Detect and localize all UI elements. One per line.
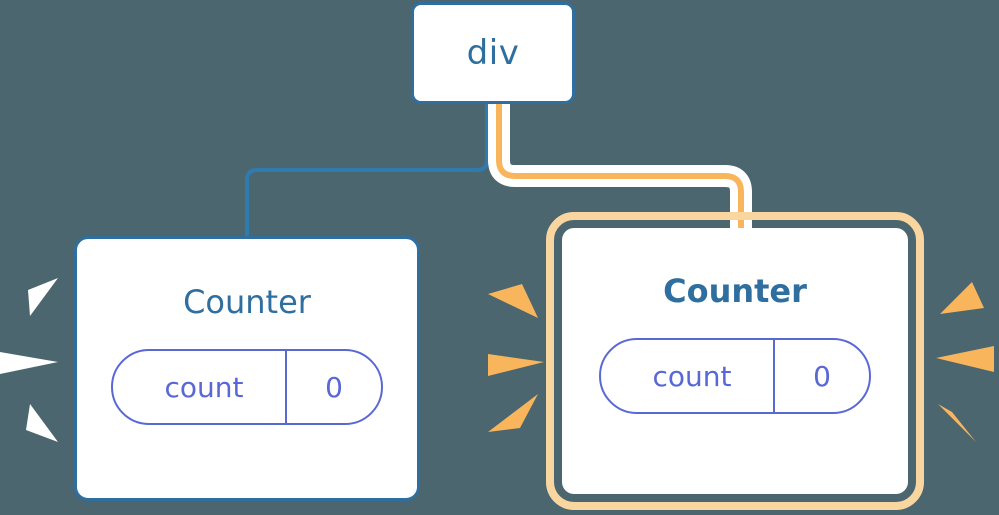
state-value-right: 0 xyxy=(773,340,869,412)
node-counter-right-label: Counter xyxy=(663,272,807,310)
state-value-left: 0 xyxy=(285,351,381,423)
state-pill-left: count 0 xyxy=(111,349,383,425)
sparks-right-counter-right xyxy=(936,282,994,442)
node-counter-left[interactable]: Counter count 0 xyxy=(74,236,420,501)
node-counter-left-label: Counter xyxy=(183,283,311,321)
state-pill-right: count 0 xyxy=(599,338,871,414)
sparks-left-counter-left xyxy=(0,278,58,442)
sparks-left-counter-right xyxy=(488,284,544,432)
node-div-label: div xyxy=(466,33,520,73)
node-div[interactable]: div xyxy=(411,2,575,104)
highlight-ring-outer xyxy=(546,212,924,510)
edge-div-to-counter-right xyxy=(496,103,744,240)
node-counter-right[interactable]: Counter count 0 xyxy=(562,228,908,494)
state-key-left: count xyxy=(164,370,244,404)
state-key-right: count xyxy=(652,359,732,393)
edge-div-to-counter-left xyxy=(245,103,489,238)
